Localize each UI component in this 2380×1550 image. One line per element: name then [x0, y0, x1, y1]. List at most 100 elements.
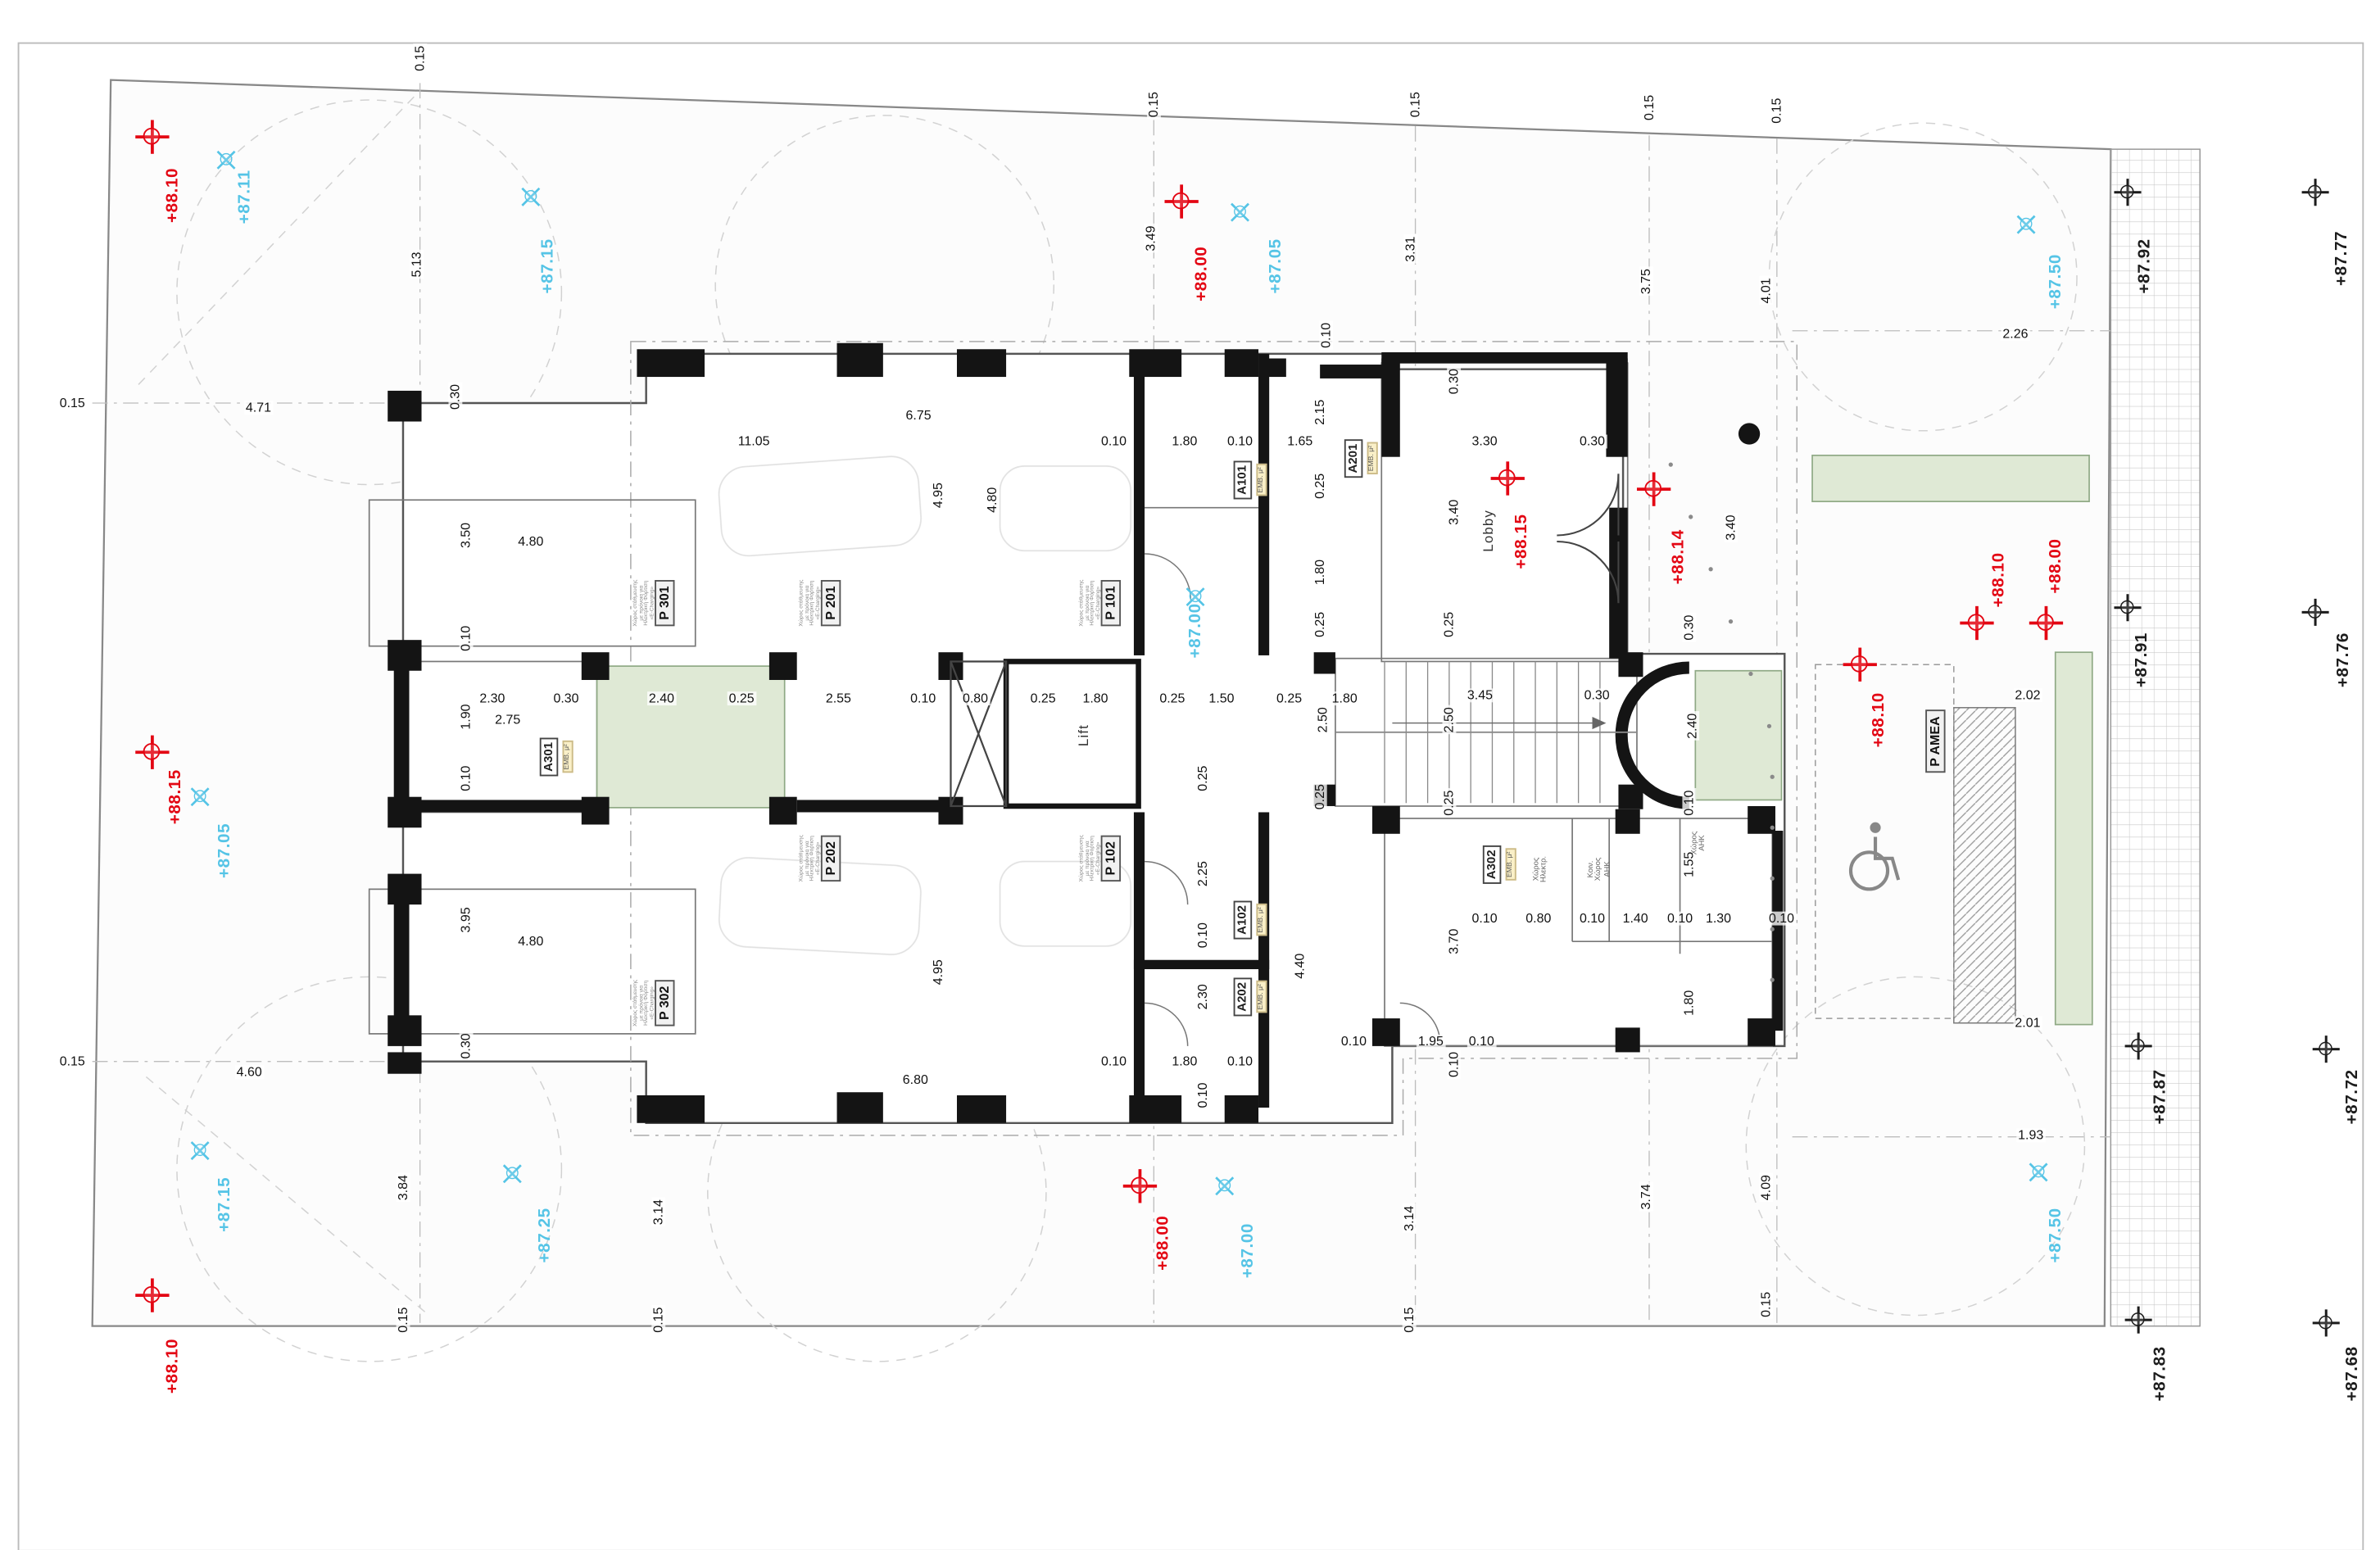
dimension-label: 2.25: [1195, 859, 1210, 889]
elevation-label: +87.00: [1239, 1223, 1258, 1279]
dimension-label: 3.70: [1445, 927, 1462, 956]
parking-spot-label: P 202: [820, 835, 841, 882]
dimension-label: 0.80: [1524, 909, 1553, 926]
dimension-label: 0.25: [1311, 471, 1327, 501]
dimension-label: 3.75: [1637, 267, 1653, 297]
sidewalk-strip: [2110, 148, 2201, 1327]
dimension-label: 4.95: [930, 958, 945, 987]
dimension-label: 1.95: [1416, 1033, 1445, 1049]
room-label: A201: [1344, 438, 1364, 478]
wheelchair-icon: [1848, 822, 1901, 891]
dimension-label: 2.40: [1684, 711, 1700, 741]
dimension-label: 0.15: [1400, 1305, 1417, 1335]
survey-marker-blk: [2311, 1308, 2341, 1338]
elevation-label: +87.00: [1186, 603, 1205, 659]
dimension-label: 0.80: [961, 690, 990, 706]
elevation-label: +88.10: [163, 167, 183, 224]
survey-marker-blk: [2301, 178, 2330, 207]
dimension-label: 2.50: [1314, 705, 1331, 735]
survey-marker-red: [1958, 605, 1995, 641]
dimension-label: 2.40: [647, 690, 676, 706]
survey-marker-cyan: [1222, 193, 1259, 231]
elevation-label: +87.50: [2046, 254, 2065, 310]
elevation-label: +88.10: [1989, 552, 2008, 608]
dimension-label: 3.50: [457, 521, 474, 550]
dimension-label: 0.15: [1407, 90, 1423, 120]
survey-marker-blk: [2124, 1305, 2153, 1335]
dimension-label: 1.65: [1285, 433, 1315, 449]
dimension-label: 1.93: [2016, 1126, 2046, 1143]
elevation-label: +88.10: [163, 1338, 183, 1394]
parking-note: Χώρος στάθμευσης με πρόνοια για Ηλεκτρικ…: [632, 579, 655, 627]
dimension-label: 4.40: [1291, 951, 1308, 981]
lobby-label: Lobby: [1480, 509, 1496, 552]
survey-marker-red: [134, 1277, 170, 1314]
survey-marker-cyan: [2020, 1153, 2057, 1191]
dimension-label: 3.14: [1400, 1203, 1417, 1233]
dimension-label: 2.30: [478, 690, 507, 706]
tree-symbol: [1738, 423, 1761, 445]
dimension-label: 2.50: [1440, 705, 1457, 735]
stairs: [1335, 661, 1637, 804]
dimension-label: 0.10: [457, 623, 474, 653]
dimension-label: 3.84: [394, 1173, 410, 1203]
elevation-label: +88.00: [2046, 538, 2065, 594]
parking-note: Χώρος στάθμευσης με πρόνοια για Ηλεκτρικ…: [632, 979, 655, 1027]
lift-shaft: [1003, 659, 1141, 809]
dimension-label: 4.01: [1757, 276, 1774, 306]
dimension-label: 1.80: [1170, 1053, 1199, 1069]
dimension-label: 0.10: [1680, 788, 1697, 818]
dimension-label: 11.05: [736, 433, 772, 449]
paving-dots: [1668, 462, 1775, 982]
parking-spot-label: P 302: [655, 980, 675, 1027]
elevation-label: +87.50: [2046, 1208, 2065, 1263]
dimension-label: 0.25: [1158, 690, 1187, 706]
dimension-label: 0.30: [1582, 687, 1612, 703]
dimension-label: 1.30: [1704, 909, 1733, 926]
dimension-label: 4.80: [516, 533, 546, 549]
dimension-label: 3.30: [1470, 433, 1499, 449]
dimension-label: 5.13: [408, 250, 424, 279]
dimension-label: 3.14: [650, 1198, 666, 1227]
dimension-label: 0.25: [727, 690, 756, 706]
dimension-label: 0.10: [1767, 909, 1796, 926]
dimension-label: 0.10: [1226, 1053, 1254, 1069]
parking-note: Χώρος στάθμευσης με πρόνοια για Ηλεκτρικ…: [1077, 579, 1101, 627]
elevation-label: +87.77: [2332, 230, 2351, 287]
dimension-label: 1.50: [1207, 690, 1236, 706]
car-outlines: [718, 455, 1132, 955]
survey-marker-cyan: [1206, 1167, 1244, 1205]
dimension-label: 1.80: [1081, 690, 1110, 706]
shaft-x: [950, 660, 1008, 808]
parking-spot-label: P AMEA: [1925, 709, 1946, 773]
elevation-label: +87.91: [2133, 632, 2151, 688]
survey-marker-red: [2028, 605, 2065, 641]
dimension-label: 3.95: [457, 905, 474, 935]
dimension-label: 0.10: [1317, 320, 1334, 350]
dimension-label: 0.15: [394, 1305, 410, 1335]
survey-marker-blk: [2124, 1031, 2153, 1061]
dimension-label: 0.30: [1578, 433, 1607, 449]
dimension-label: 2.30: [1195, 982, 1210, 1012]
survey-marker-red: [1163, 183, 1200, 220]
utility-room-label: Κοιν. Χώρος ΑΗΚ: [1586, 857, 1612, 882]
parking-spot-label: P 102: [1100, 835, 1121, 882]
survey-marker-cyan: [493, 1155, 531, 1193]
elevation-label: +87.11: [235, 170, 255, 224]
room-label: A301: [539, 737, 560, 777]
elevation-label: +87.83: [2151, 1346, 2170, 1402]
dimension-label: 0.10: [1445, 1050, 1462, 1079]
dimension-label: 3.40: [1722, 513, 1739, 542]
survey-marker-blk: [2113, 593, 2142, 623]
dimension-label: 0.30: [457, 1031, 474, 1061]
dimension-label: 1.80: [1311, 558, 1327, 587]
dimension-label: 0.15: [57, 394, 87, 410]
elevation-label: +87.05: [1266, 238, 1285, 294]
survey-marker-red: [1489, 460, 1526, 496]
parking-spot-label: P 301: [655, 579, 675, 627]
dimension-label: 4.60: [234, 1063, 264, 1080]
dimension-label: 0.15: [411, 43, 428, 73]
dimension-label: 1.80: [1680, 988, 1697, 1017]
